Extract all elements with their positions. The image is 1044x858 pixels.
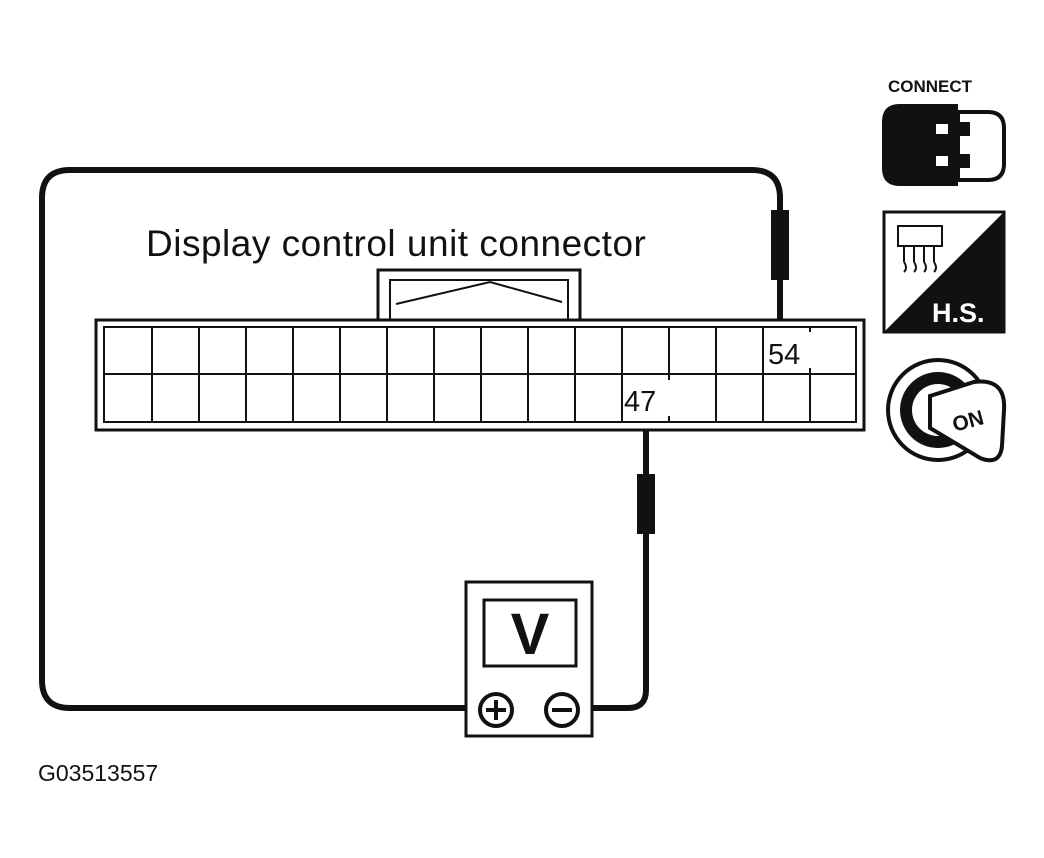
connector-latch <box>376 268 582 324</box>
voltmeter-display-label: V <box>511 602 550 667</box>
harness-side-icon: H.S. <box>882 210 1006 334</box>
pin-47-label: 47 <box>624 386 656 418</box>
negative-probe <box>637 474 655 534</box>
positive-probe <box>771 210 789 280</box>
harness-side-label: H.S. <box>932 298 985 328</box>
connect-icon: CONNECT <box>882 77 1006 186</box>
plus-terminal-icon <box>478 692 514 728</box>
connector-title: Display control unit connector <box>146 223 646 264</box>
connect-icon-label: CONNECT <box>888 77 973 96</box>
minus-terminal-icon <box>544 692 580 728</box>
voltmeter: V <box>464 580 594 738</box>
pin-54-label: 54 <box>768 339 800 371</box>
connector-body <box>94 318 866 432</box>
figure-code: G03513557 <box>38 760 158 786</box>
negative-lead-wire <box>588 420 649 711</box>
positive-lead-wire <box>39 167 783 711</box>
ignition-on-icon: ON <box>886 358 1007 463</box>
